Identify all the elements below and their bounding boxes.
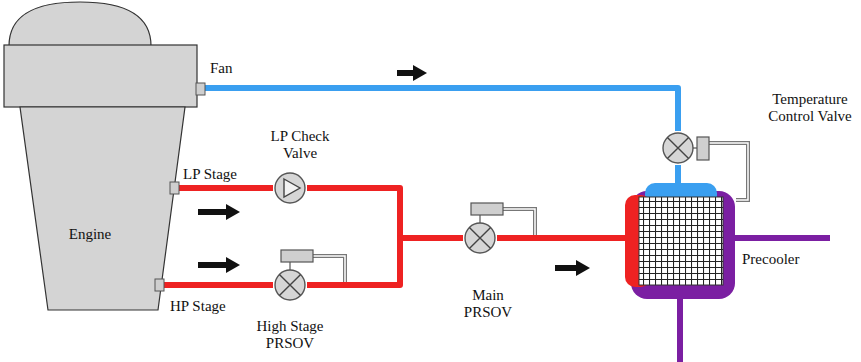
port-label: LP Stage [183, 166, 237, 183]
port-label: HP Stage [170, 298, 226, 315]
outlet-plenum [631, 191, 735, 299]
sense-tube [503, 209, 535, 235]
check-valve: LP Check Valve [273, 171, 307, 205]
pipe-connector [675, 165, 681, 183]
sense-tube [503, 209, 535, 235]
node-label: Main PRSOV [458, 287, 518, 322]
sense-tube [313, 256, 345, 282]
pipe-connector [205, 185, 273, 191]
port-label: Fan [210, 60, 233, 77]
pipe-stub [178, 185, 205, 191]
core-matrix [639, 197, 723, 285]
valve-body [663, 133, 693, 163]
bleed-port [155, 279, 164, 291]
valve-body [465, 223, 495, 253]
node-label: LP Check Valve [265, 128, 335, 163]
flow-arrows [198, 65, 590, 276]
outlet-pipe [735, 235, 830, 241]
valve-body [275, 173, 305, 203]
pipe-connector [307, 238, 463, 285]
node-outline [463, 221, 497, 255]
flow-arrow [397, 65, 427, 81]
outlet-pipe [677, 298, 683, 362]
pipe-connector [205, 282, 273, 288]
node-outline [273, 268, 307, 302]
shutoff-valve: Main PRSOV [463, 221, 497, 255]
engine-body: Engine [0, 0, 205, 315]
flow-arrow [555, 260, 590, 276]
actuator-box [697, 137, 709, 160]
engine-core [20, 107, 185, 310]
node-label: Engine [45, 226, 135, 243]
node-outline [661, 131, 695, 165]
pipe-stub [163, 282, 205, 288]
pipe-connector [497, 235, 625, 241]
node-outline [273, 171, 307, 205]
bleed-port [170, 182, 179, 194]
valve-body [275, 270, 305, 300]
valve-cross [279, 274, 300, 295]
pipe-connector [307, 188, 463, 238]
node-label: Precooler [742, 251, 812, 268]
heat-exchanger: Precooler [625, 183, 737, 301]
control-valve: Temperature Control Valve [661, 131, 695, 165]
check-symbol [284, 179, 300, 197]
shutoff-valve: High Stage PRSOV [273, 268, 307, 302]
flow-arrow [198, 204, 240, 220]
sense-tube [313, 256, 345, 282]
engine-dome [9, 2, 151, 46]
fan-case [4, 45, 197, 107]
node-outline [0, 0, 205, 315]
bleed-port [196, 83, 205, 95]
node-label: Temperature Control Valve [765, 91, 855, 126]
node-label: High Stage PRSOV [245, 318, 335, 353]
pipe-connector [205, 88, 678, 131]
flow-arrow [198, 257, 240, 273]
actuator-box [471, 203, 503, 215]
valve-cross [469, 227, 490, 248]
node-outline [625, 183, 737, 301]
actuator-box [281, 250, 313, 262]
valve-cross [667, 137, 688, 158]
